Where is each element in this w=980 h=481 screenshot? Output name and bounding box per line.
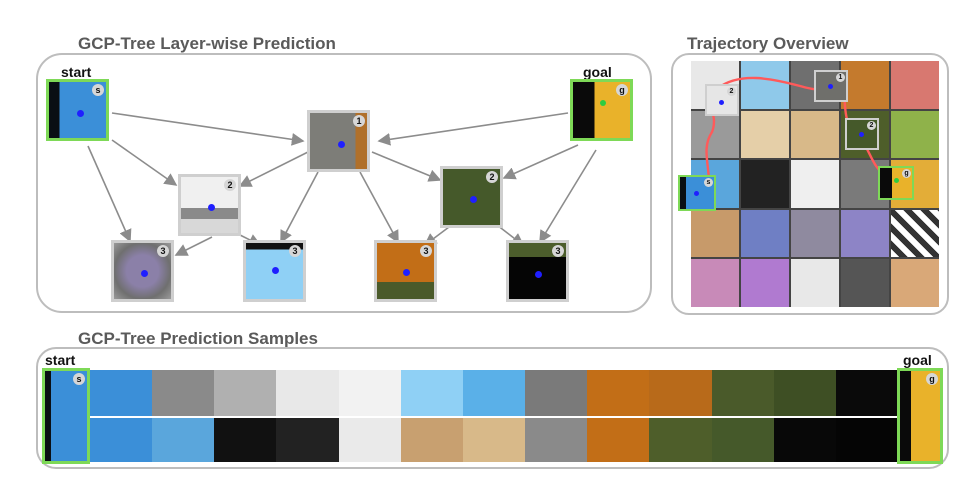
trajectory-panel	[671, 53, 949, 315]
badge-3: 3	[420, 245, 432, 257]
agent-dot	[719, 100, 724, 105]
badge-1: 1	[353, 115, 365, 127]
agent-dot	[77, 110, 84, 117]
badge-3: 3	[552, 245, 564, 257]
goal-label: goal	[583, 64, 612, 80]
agent-dot	[272, 267, 279, 274]
agent-dot	[470, 196, 477, 203]
samples-panel	[36, 347, 949, 469]
layerwise-panel	[36, 53, 652, 313]
badge-g: g	[616, 84, 628, 96]
badge-1: 1	[836, 73, 845, 82]
badge-3: 3	[157, 245, 169, 257]
traj-node-1: 1	[814, 70, 848, 102]
traj-start: s	[678, 175, 716, 211]
node-layer3-c: 3	[374, 240, 437, 302]
badge-3: 3	[289, 245, 301, 257]
goal-dot	[894, 178, 899, 183]
node-layer2-left: 2	[178, 174, 241, 236]
agent-dot	[859, 132, 864, 137]
start-label: start	[61, 64, 92, 80]
badge-2: 2	[727, 87, 736, 96]
badge-s: s	[92, 84, 104, 96]
goal-image: g	[570, 79, 633, 141]
samples-start-label: start	[45, 352, 76, 368]
badge-s: s	[73, 373, 85, 385]
layerwise-title: GCP-Tree Layer-wise Prediction	[78, 34, 336, 53]
start-image: s	[46, 79, 109, 141]
node-layer2-right: 2	[440, 166, 503, 228]
badge-g: g	[926, 373, 938, 385]
node-layer1: 1	[307, 110, 370, 172]
samples-goal-label: goal	[903, 352, 932, 368]
agent-dot	[141, 270, 148, 277]
agent-dot	[403, 269, 410, 276]
node-layer3-b: 3	[243, 240, 306, 302]
agent-dot	[208, 204, 215, 211]
traj-goal: g	[878, 166, 914, 200]
samples-title: GCP-Tree Prediction Samples	[78, 329, 318, 348]
trajectory-title: Trajectory Overview	[687, 34, 849, 53]
samples-start-image: s	[42, 368, 90, 464]
node-layer3-d: 3	[506, 240, 569, 302]
badge-g: g	[902, 169, 911, 178]
badge-2: 2	[486, 171, 498, 183]
badge-2: 2	[867, 121, 876, 130]
agent-dot	[535, 271, 542, 278]
agent-dot	[338, 141, 345, 148]
goal-dot	[600, 100, 606, 106]
samples-divider	[40, 416, 940, 418]
agent-dot	[828, 84, 833, 89]
node-layer3-a: 3	[111, 240, 174, 302]
traj-node-2b: 2	[845, 118, 879, 150]
agent-dot	[694, 191, 699, 196]
samples-goal-image: g	[897, 368, 943, 464]
badge-2: 2	[224, 179, 236, 191]
traj-node-2a: 2	[705, 84, 739, 116]
badge-s: s	[704, 178, 713, 187]
